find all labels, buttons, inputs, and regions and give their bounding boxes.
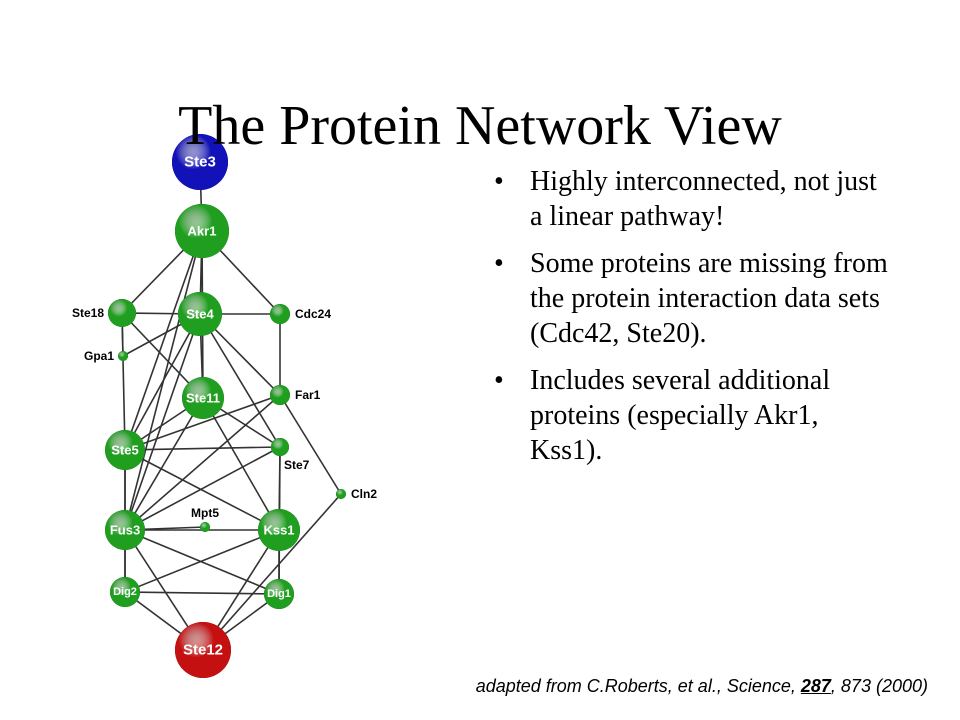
citation-text: adapted from C.Roberts, et al., Science,	[475, 676, 801, 696]
edge-kss1-dig2	[124, 529, 280, 593]
node-label: Ste7	[284, 458, 310, 472]
bullet-text: Some proteins are missing from the prote…	[530, 248, 888, 349]
bullet-list: • Highly interconnected, not just a linea…	[494, 164, 894, 480]
edge-dig2-dig1	[124, 591, 280, 595]
node-label: Mpt5	[191, 506, 219, 520]
bullet-item: • Highly interconnected, not just a linea…	[494, 164, 894, 234]
edge-ste7-fus3	[124, 446, 281, 531]
edge-far1-ste5	[124, 394, 281, 451]
bullet-dot: •	[494, 365, 504, 396]
edge-ste11-fus3	[124, 397, 204, 531]
node-label: Ste12	[183, 642, 223, 659]
node-label: Dig2	[113, 586, 137, 598]
bullet-item: • Some proteins are missing from the prot…	[494, 246, 894, 351]
node-ste3: Ste3	[172, 134, 228, 190]
slide-title: The Protein Network View	[178, 95, 782, 157]
node-dig2: Dig2	[110, 577, 140, 607]
node-gpa1: Gpa1	[84, 349, 128, 363]
node-kss1: Kss1	[258, 509, 300, 551]
edge-ste4-fus3	[124, 313, 201, 531]
edge-far1-cln2	[279, 394, 342, 495]
node-label: Ste18	[72, 306, 104, 320]
bullet-dot: •	[494, 166, 504, 197]
node-highlight	[110, 577, 140, 607]
node-highlight	[258, 509, 300, 551]
node-ste11: Ste11	[182, 377, 224, 419]
bullet-item: • Includes several additional proteins (e…	[494, 363, 894, 468]
edge-ste4-ste7	[199, 313, 281, 448]
node-highlight	[270, 304, 290, 324]
node-ste18: Ste18	[72, 299, 136, 327]
node-ste5: Ste5	[105, 430, 145, 470]
node-highlight	[108, 299, 136, 327]
node-highlight	[175, 204, 229, 258]
node-fus3: Fus3	[105, 510, 145, 550]
node-highlight	[118, 351, 128, 361]
node-highlight	[105, 430, 145, 470]
node-highlight	[175, 622, 231, 678]
bullet-text: Highly interconnected, not just a linear…	[530, 166, 877, 232]
node-far1: Far1	[270, 385, 321, 405]
node-cln2: Cln2	[336, 487, 377, 501]
citation-volume: 287	[800, 676, 831, 696]
node-highlight	[182, 377, 224, 419]
node-ste12: Ste12	[175, 622, 231, 678]
bullet-dot: •	[494, 248, 504, 279]
node-highlight	[200, 522, 210, 532]
node-label: Ste4	[186, 307, 214, 322]
edge-far1-fus3	[124, 394, 281, 531]
node-label: Gpa1	[84, 349, 114, 363]
node-label: Far1	[295, 388, 321, 402]
node-highlight	[172, 134, 228, 190]
node-label: Ste5	[111, 443, 138, 458]
node-label: Cln2	[351, 487, 377, 501]
bullet-text: Includes several additional proteins (es…	[530, 365, 831, 466]
node-label: Akr1	[188, 224, 217, 239]
node-label: Fus3	[110, 523, 140, 538]
node-highlight	[264, 579, 294, 609]
citation-pages: , 873 (2000)	[830, 676, 928, 696]
node-ste7: Ste7	[271, 438, 310, 472]
edge-ste11-kss1	[202, 397, 280, 531]
node-cdc24: Cdc24	[270, 304, 331, 324]
node-akr1: Akr1	[175, 204, 229, 258]
node-label: Cdc24	[295, 307, 331, 321]
edge-ste5-kss1	[124, 449, 280, 531]
edge-fus3-dig1	[124, 529, 280, 595]
node-highlight	[270, 385, 290, 405]
edge-ste5-ste7	[124, 446, 281, 451]
node-highlight	[178, 292, 222, 336]
edge-ste18-ste5	[121, 312, 126, 451]
node-label: Dig1	[267, 588, 291, 600]
network-edges	[121, 161, 342, 651]
node-ste4: Ste4	[178, 292, 222, 336]
node-dig1: Dig1	[264, 579, 294, 609]
node-label: Kss1	[263, 523, 294, 538]
node-mpt5: Mpt5	[191, 506, 219, 532]
citation: adapted from C.Roberts, et al., Science,…	[476, 676, 928, 697]
edge-cln2-ste12	[202, 493, 342, 651]
node-highlight	[336, 489, 346, 499]
node-highlight	[105, 510, 145, 550]
node-highlight	[271, 438, 289, 456]
node-label: Ste3	[184, 154, 216, 171]
node-label: Ste11	[186, 391, 220, 406]
edge-akr1-ste5	[124, 230, 203, 451]
edge-ste4-ste5	[124, 313, 201, 451]
